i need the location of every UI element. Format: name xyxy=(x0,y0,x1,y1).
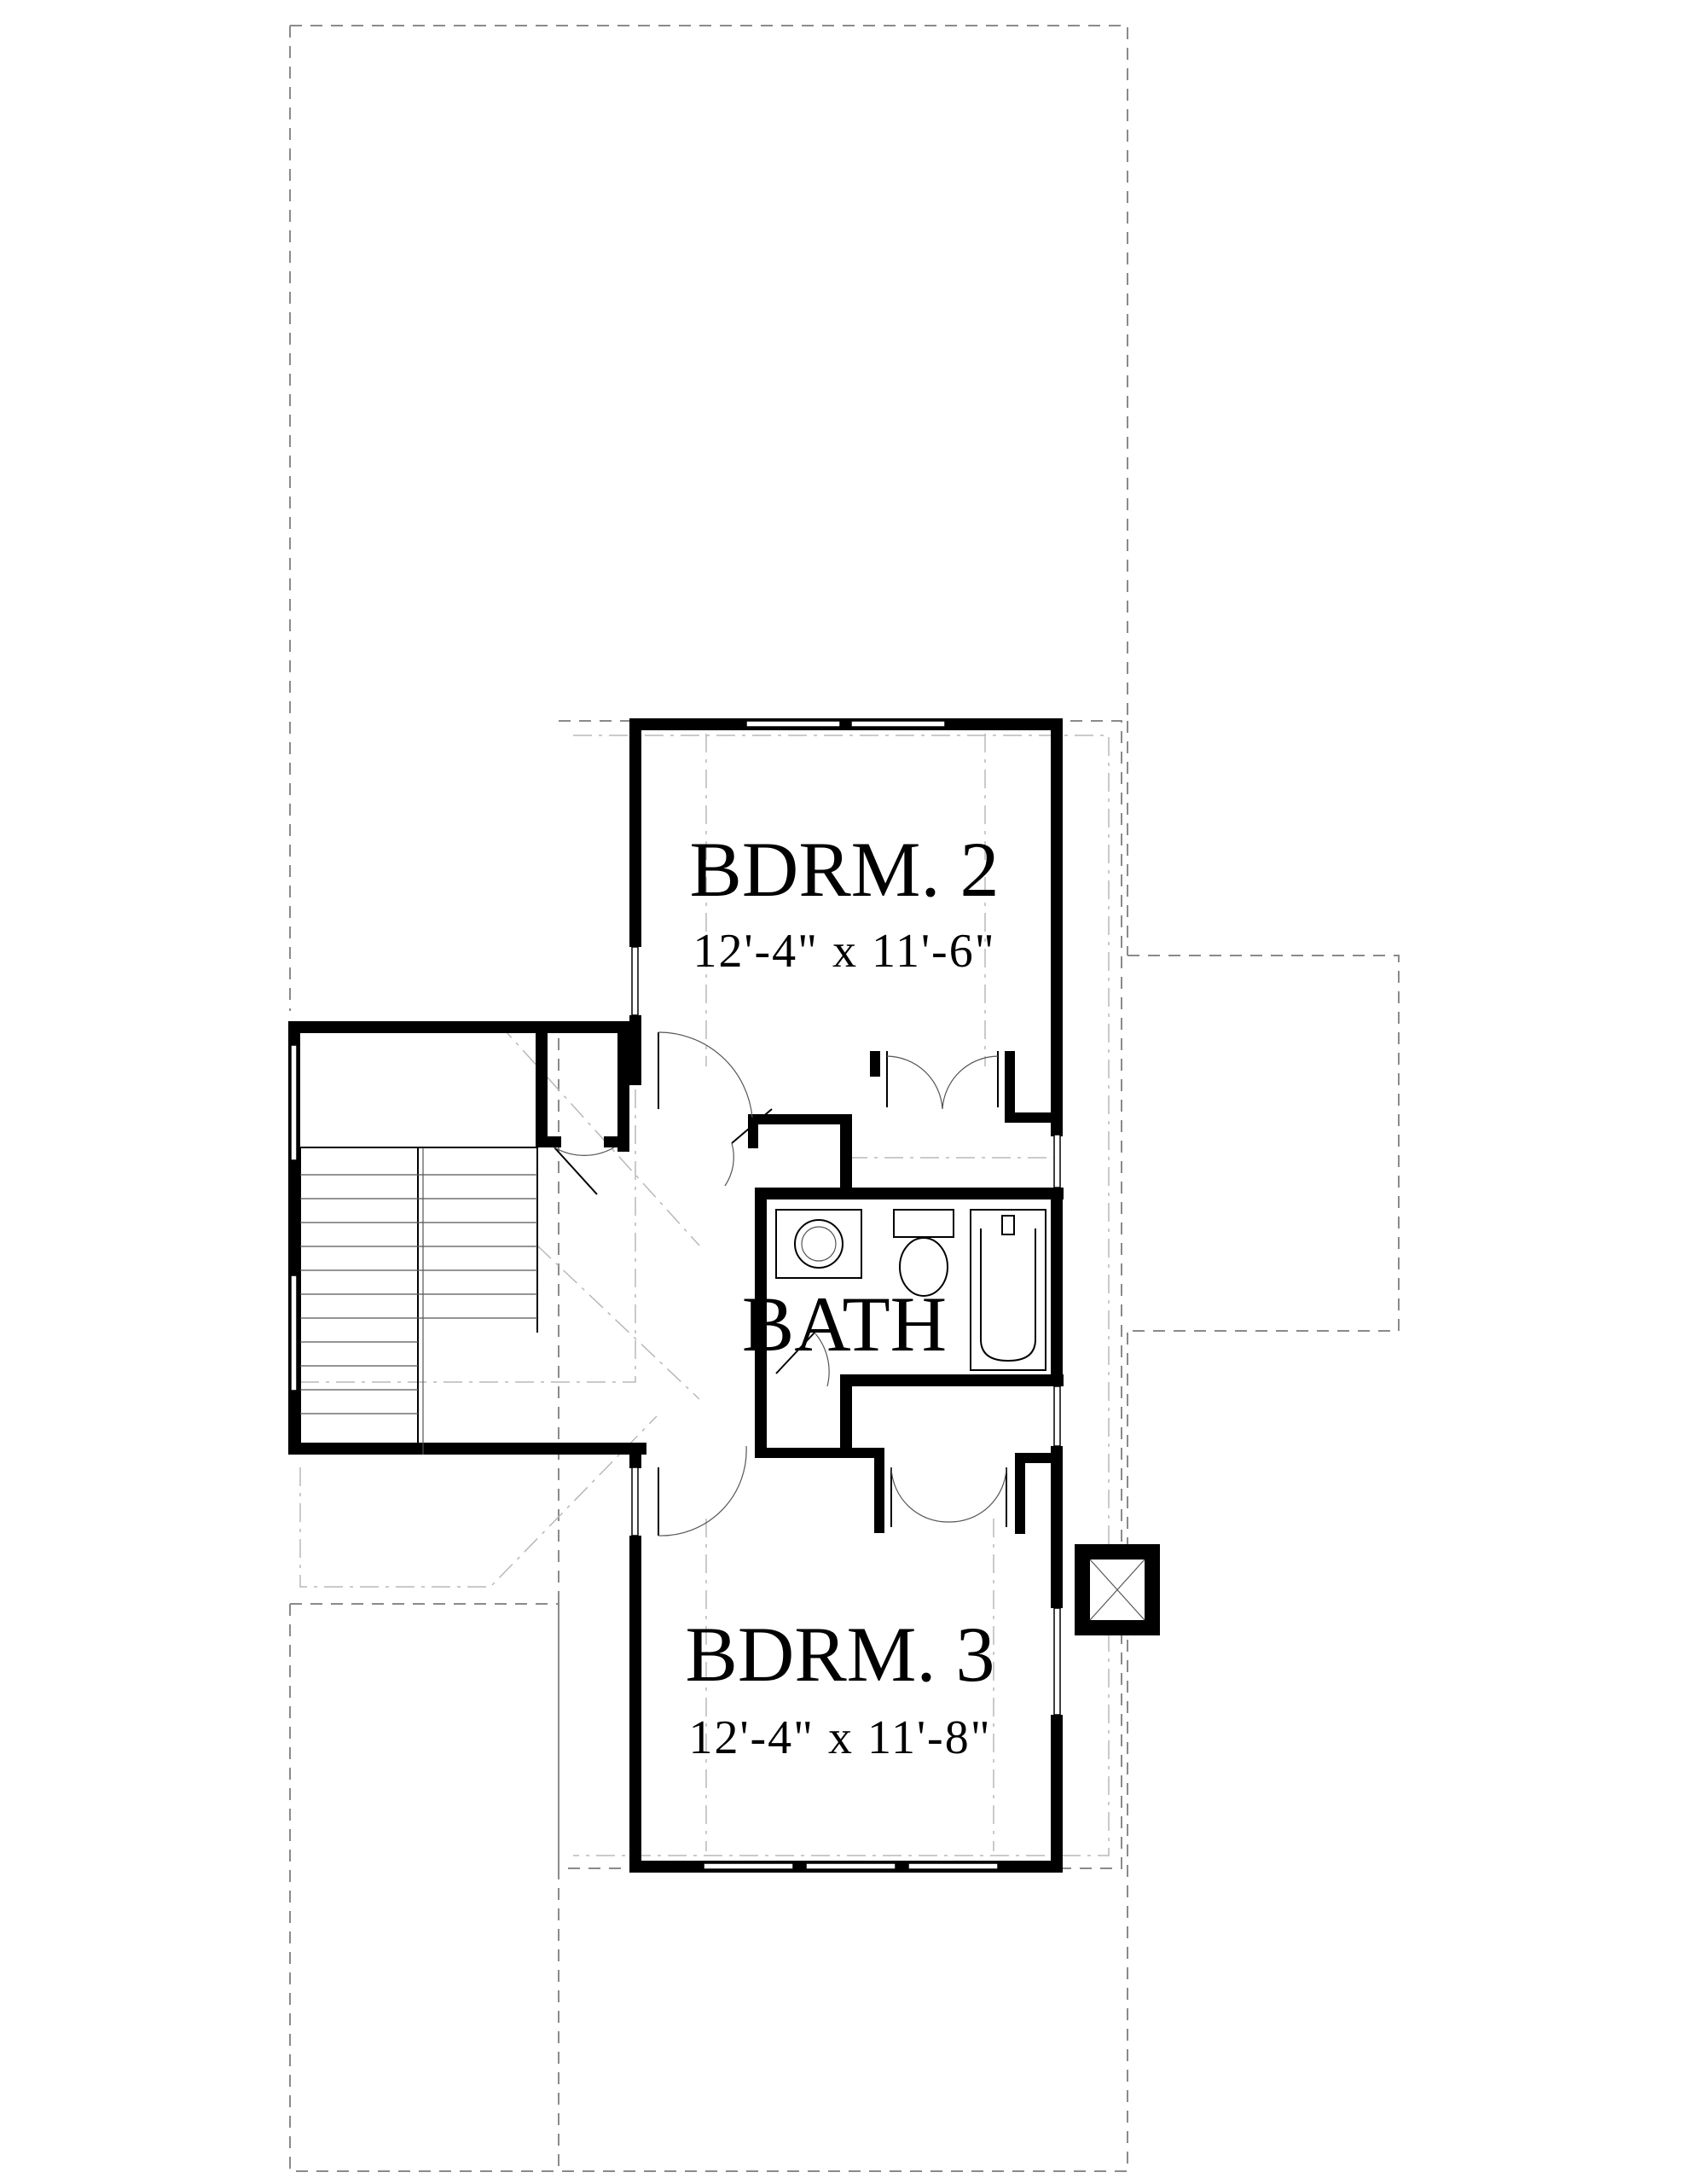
wall-closet-south xyxy=(536,1136,561,1147)
window-stair-2 xyxy=(290,1275,298,1391)
wall-bath-south xyxy=(840,1374,1064,1386)
wall-bdrm2-north xyxy=(629,718,1063,730)
window-bdrm2-north-1 xyxy=(745,720,841,728)
wall-closet-bottom xyxy=(617,1075,641,1085)
wall-closet2-left xyxy=(870,1051,880,1077)
wall-bdrm2-east xyxy=(1051,718,1063,1136)
window-bdrm2-east xyxy=(1053,1134,1061,1188)
bath-name: BATH xyxy=(742,1281,947,1368)
wall-bath-lower-divider xyxy=(840,1374,852,1458)
wall-bdrm3-east xyxy=(1051,1446,1063,1608)
wall-bath-west xyxy=(755,1188,767,1435)
wall-bath-east xyxy=(1051,1188,1063,1386)
roof-outline-south xyxy=(289,721,1128,2172)
window-bdrm3-east-1 xyxy=(1053,1385,1061,1447)
wall-bdrm3-west-upper xyxy=(629,1443,641,1468)
wall-bath-north xyxy=(755,1188,1064,1199)
wall-bdrm3-west xyxy=(629,1536,641,1873)
window-bdrm2-west xyxy=(631,946,639,1016)
roof-outline-north xyxy=(289,25,1128,1011)
wall-closet3-right xyxy=(1015,1453,1025,1534)
roof-outline-east xyxy=(1128,955,1400,1332)
window-stair-1 xyxy=(290,1044,298,1161)
staircase xyxy=(299,1147,538,1455)
stair-landing-line xyxy=(299,1049,658,1588)
wall-bdrm2-west xyxy=(629,718,641,947)
washer-dryer xyxy=(775,1209,862,1279)
bdrm3-dims: 12'-4" x 11'-8" xyxy=(688,1711,991,1764)
windows xyxy=(290,720,1061,1870)
wall-stair-south xyxy=(288,1443,646,1455)
window-bdrm3-south-1 xyxy=(703,1862,794,1870)
wall-closet-south-right xyxy=(604,1136,629,1147)
wall-bdrm2-west-lower xyxy=(629,1015,641,1079)
toilet-tank xyxy=(893,1209,954,1238)
wall-closet-west xyxy=(536,1028,548,1147)
window-bdrm3-south-3 xyxy=(907,1862,999,1870)
hidden-lines xyxy=(498,734,1058,1851)
window-bdrm3-west xyxy=(631,1467,639,1536)
wall-closet3-top xyxy=(840,1448,884,1458)
wall-bath-divider xyxy=(840,1124,852,1199)
window-bdrm2-north-2 xyxy=(850,720,946,728)
eave-line xyxy=(573,735,1110,1856)
toilet-bowl xyxy=(899,1237,948,1297)
bdrm2-dims: 12'-4" x 11'-6" xyxy=(693,925,995,978)
wall-closet3-right-top xyxy=(1015,1453,1063,1463)
doors xyxy=(554,1031,1007,1536)
bathtub xyxy=(970,1209,1046,1371)
wall-linen-lower xyxy=(755,1448,852,1458)
wall-closet2-stub xyxy=(1005,1112,1063,1123)
wall-bdrm3-east-lower xyxy=(1051,1715,1063,1873)
window-bdrm3-south-2 xyxy=(805,1862,896,1870)
wall-linen-lower-west xyxy=(755,1399,767,1458)
bath-fixtures xyxy=(775,1209,1046,1371)
room-labels: BDRM. 2 12'-4" x 11'-6" BATH BDRM. 3 12'… xyxy=(686,826,1000,1764)
window-bdrm3-east-2 xyxy=(1053,1607,1061,1716)
bdrm2-name: BDRM. 2 xyxy=(690,826,1000,913)
wall-stair-north xyxy=(288,1021,629,1033)
wall-closet-east xyxy=(617,1028,629,1152)
roof-outlines xyxy=(289,25,1400,2172)
wall-closet2-right xyxy=(1005,1051,1015,1123)
wall-closet3-left xyxy=(874,1448,884,1533)
wall-linen-top xyxy=(748,1114,852,1124)
bdrm3-name: BDRM. 3 xyxy=(686,1611,995,1698)
wall-linen-west xyxy=(748,1114,758,1148)
